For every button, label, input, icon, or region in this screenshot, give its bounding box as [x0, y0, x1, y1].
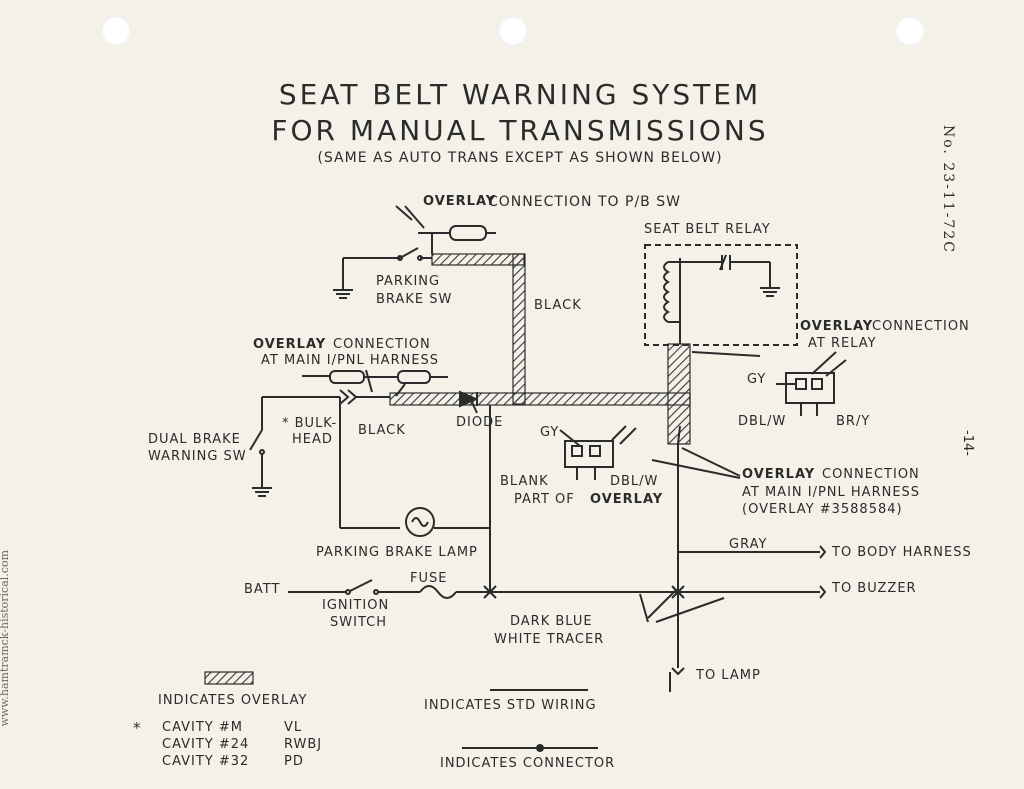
- label-dual-brake-1: DUAL BRAKE: [148, 432, 241, 447]
- label-part-of-overlay-a: PART OF: [514, 492, 575, 507]
- connector-relay: [691, 351, 847, 416]
- label-black-lower: BLACK: [358, 423, 406, 438]
- cavity-code: PD: [284, 754, 304, 769]
- label-overlay-main-c: AT MAIN I/PNL HARNESS: [261, 353, 440, 368]
- dual-brake-switch: [249, 389, 400, 529]
- connector-pb-sw: [395, 205, 496, 254]
- label-overlay-conn2-b: CONNECTION: [822, 467, 920, 482]
- label-overlay-main-a: OVERLAY: [253, 337, 327, 352]
- label-overlay-relay-c: AT RELAY: [808, 336, 877, 351]
- seat-belt-relay: [644, 244, 798, 346]
- label-dark-blue-1: DARK BLUE: [510, 614, 593, 629]
- label-parking-brake-sw-1: PARKING: [376, 274, 441, 289]
- legend-connector: INDICATES CONNECTOR: [440, 756, 616, 771]
- diode: [459, 390, 479, 414]
- label-gray: GRAY: [729, 537, 768, 552]
- label-dual-brake-2: WARNING SW: [148, 449, 247, 464]
- label-dark-blue-2: WHITE TRACER: [494, 632, 605, 647]
- cavity-name: CAVITY #32: [162, 754, 250, 769]
- label-parking-brake-lamp: PARKING BRAKE LAMP: [316, 545, 478, 560]
- label-overlay-main-b: CONNECTION: [333, 337, 431, 352]
- punch-hole: [498, 16, 528, 46]
- label-overlay-pb-b: CONNECTION TO P/B SW: [488, 194, 681, 210]
- title-line-1: SEAT BELT WARNING SYSTEM: [278, 78, 762, 111]
- label-ignition-1: IGNITION: [322, 598, 390, 613]
- label-overlay-relay-b: CONNECTION: [872, 319, 970, 334]
- label-blank: BLANK: [500, 474, 549, 489]
- label-to-body-harness: TO BODY HARNESS: [832, 545, 972, 560]
- connector-lower: [559, 425, 637, 480]
- page-number: -14-: [960, 430, 975, 456]
- cavity-code: RWBJ: [284, 737, 323, 752]
- cavity-marker: *: [133, 719, 142, 737]
- label-batt: BATT: [244, 582, 281, 597]
- legend-std-wiring: INDICATES STD WIRING: [424, 698, 597, 713]
- label-black-vertical: BLACK: [534, 298, 582, 313]
- label-dblw-relay: DBL/W: [738, 414, 787, 429]
- cavity-name: CAVITY #24: [162, 737, 250, 752]
- punch-hole: [895, 16, 925, 46]
- label-overlay-conn2-d: (OVERLAY #3588584): [742, 502, 903, 517]
- parking-brake-switch: [333, 247, 432, 299]
- label-fuse: FUSE: [410, 571, 448, 586]
- legend-symbols: [204, 671, 598, 752]
- title-line-2: FOR MANUAL TRANSMISSIONS: [271, 114, 769, 147]
- cavity-name: CAVITY #M: [162, 720, 243, 735]
- label-gy-lower: GY: [540, 425, 560, 440]
- label-bulkhead-2: HEAD: [292, 432, 333, 447]
- leader-arrows: [639, 447, 741, 692]
- punch-hole: [101, 16, 131, 46]
- label-ignition-2: SWITCH: [330, 615, 387, 630]
- label-parking-brake-sw-2: BRAKE SW: [376, 292, 453, 307]
- cavity-code: VL: [284, 720, 303, 735]
- label-overlay-pb-a: OVERLAY: [423, 194, 497, 209]
- label-seat-belt-relay: SEAT BELT RELAY: [644, 222, 771, 237]
- label-part-of-overlay-b: OVERLAY: [590, 492, 664, 507]
- parking-brake-lamp: [405, 405, 491, 592]
- label-overlay-conn2-a: OVERLAY: [742, 467, 816, 482]
- connector-main-harness: [302, 369, 448, 397]
- label-bry-relay: BR/Y: [836, 414, 871, 429]
- gray-wire: [671, 425, 827, 676]
- title-line-3: (SAME AS AUTO TRANS EXCEPT AS SHOWN BELO…: [317, 150, 723, 166]
- label-bulkhead-1: * BULK-: [282, 416, 338, 431]
- label-diode: DIODE: [456, 415, 504, 430]
- battery-ignition-circuit: [288, 579, 827, 599]
- label-overlay-relay-a: OVERLAY: [800, 319, 874, 334]
- label-to-lamp: TO LAMP: [696, 668, 761, 683]
- legend-overlay: INDICATES OVERLAY: [158, 693, 308, 708]
- label-to-buzzer: TO BUZZER: [832, 581, 917, 596]
- document-number: No. 23-11-72C: [940, 125, 956, 254]
- label-gy-relay: GY: [747, 372, 767, 387]
- label-dblw-lower: DBL/W: [610, 474, 659, 489]
- label-overlay-conn2-c: AT MAIN I/PNL HARNESS: [742, 485, 921, 500]
